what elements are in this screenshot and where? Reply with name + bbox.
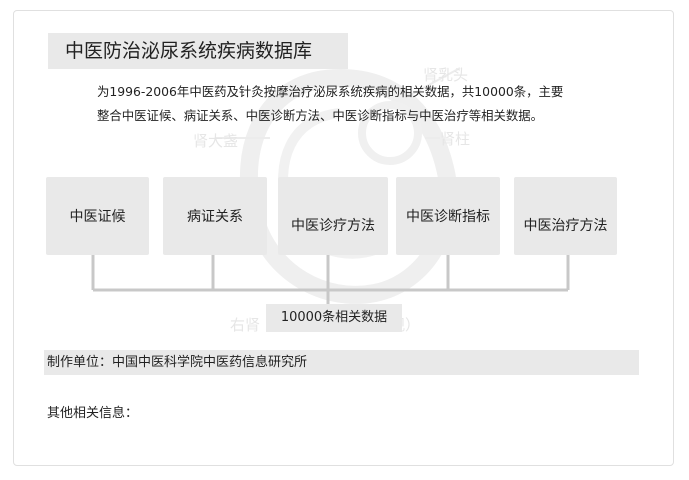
maker-info: 制作单位：中国中医科学院中医药信息研究所 xyxy=(44,350,639,375)
other-info-label: 其他相关信息： xyxy=(47,406,139,421)
description-line: 整合中医证候、病证关系、中医诊断方法、中医诊断指标与中医治疗等相关数据。 xyxy=(97,108,544,123)
database-description: 为1996-2006年中医药及针灸按摩治疗泌尿系统疾病的相关数据，共10000条… xyxy=(97,80,637,128)
category-tcm-diagnosis-method[interactable]: 中医诊疗方法 xyxy=(278,177,388,255)
category-tcm-diagnosis-indicator[interactable]: 中医诊断指标 xyxy=(396,177,500,255)
category-disease-syndrome-relation[interactable]: 病证关系 xyxy=(163,177,267,255)
page-title: 中医防治泌尿系统疾病数据库 xyxy=(48,33,348,69)
total-records-badge[interactable]: 10000条相关数据 xyxy=(266,304,402,332)
category-tcm-syndrome[interactable]: 中医证候 xyxy=(46,177,149,255)
description-line: 为1996-2006年中医药及针灸按摩治疗泌尿系统疾病的相关数据，共10000条… xyxy=(97,84,564,99)
category-tcm-treatment-method[interactable]: 中医治疗方法 xyxy=(514,177,617,255)
